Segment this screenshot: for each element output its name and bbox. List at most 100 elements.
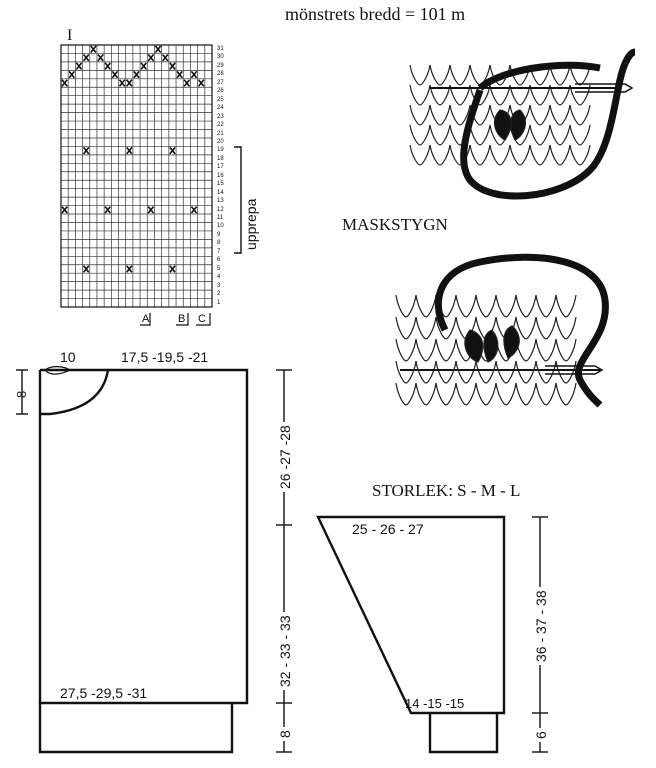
chart-cross-mark	[140, 62, 147, 70]
chart-row-number: 24	[217, 105, 224, 112]
chart-cross-mark	[90, 45, 97, 53]
chart-row-number: 31	[217, 46, 224, 52]
knit-stitch-loop	[395, 294, 417, 318]
knit-stitch-loop	[529, 104, 551, 126]
knit-stitch-loop	[435, 360, 457, 384]
knit-stitch-loop	[415, 316, 437, 340]
chart-row-number: 15	[217, 181, 224, 188]
knit-stitch-loop	[409, 84, 431, 106]
knit-stitch-loop	[429, 104, 451, 126]
chart-row-number: 26	[217, 88, 224, 95]
knit-stitch-loop	[535, 382, 557, 406]
knit-stitch-loop	[555, 294, 577, 318]
knit-stitch-loop	[409, 144, 431, 166]
knit-stitch-loop	[515, 338, 537, 362]
sleeve-cap-height-label: 36 - 37 - 38	[533, 587, 549, 665]
chart-cross-mark	[197, 79, 205, 87]
neck-depth-label: 8	[14, 390, 29, 398]
knit-stitch-loop	[569, 64, 591, 86]
knit-stitch-loop	[509, 84, 531, 106]
chart-cross-mark	[118, 79, 126, 87]
chart-cross-mark	[126, 146, 133, 155]
knit-stitch-loop	[555, 360, 577, 384]
chart-marker-label: I	[67, 27, 73, 44]
knit-stitch-loop	[435, 338, 457, 362]
knit-stitch-loop	[395, 360, 417, 384]
sleeve-outline	[316, 515, 506, 754]
knit-stitch-loop	[529, 144, 551, 166]
knit-stitch-loop	[569, 84, 591, 106]
chart-cross-mark	[75, 62, 83, 70]
knit-stitch-loop	[535, 294, 557, 318]
chart-cross-mark	[147, 53, 155, 62]
sleeve-ribbing-label: 6	[533, 728, 549, 742]
knit-stitch-loop	[435, 316, 457, 340]
repeat-label: upprepa	[243, 198, 259, 250]
knit-stitch-loop	[555, 316, 577, 340]
repeat-bracket	[234, 146, 242, 254]
knit-stitch-loop	[535, 360, 557, 384]
knit-stitch-loop	[395, 382, 417, 406]
knit-stitch-loop	[569, 144, 591, 166]
knit-stitch-loop	[535, 316, 557, 340]
knit-stitch-loop	[535, 338, 557, 362]
knitting-chart-grid	[61, 45, 212, 307]
chart-cross-mark	[154, 45, 162, 53]
knit-stitch-loop	[495, 382, 517, 406]
chart-cross-mark	[126, 79, 133, 87]
knit-stitch-loop	[455, 382, 477, 406]
chart-cross-mark	[97, 53, 104, 62]
knit-stitch-loop	[489, 84, 511, 106]
knit-stitch-loop	[509, 144, 531, 166]
chart-row-number: 5	[217, 265, 221, 272]
chart-cross-mark	[82, 53, 90, 62]
chart-row-number: 11	[217, 215, 224, 222]
neck-width-label: 10	[60, 349, 76, 365]
chart-marker-c: C	[198, 313, 206, 325]
chart-row-number: 21	[217, 130, 224, 137]
chart-row-number: 14	[217, 189, 224, 196]
chart-marker-a: A	[142, 313, 150, 325]
knit-stitch-loop	[469, 84, 491, 106]
knit-stitch-loop	[449, 84, 471, 106]
chart-marker-b: B	[178, 313, 186, 325]
knit-stitch-loop	[455, 360, 477, 384]
chart-cross-stitches	[61, 45, 205, 273]
knit-stitch-loop	[409, 64, 431, 86]
knit-stitch-loop	[415, 382, 437, 406]
chart-cross-mark	[61, 79, 68, 87]
knit-stitch-loop	[415, 338, 437, 362]
knit-stitch-loop	[555, 338, 577, 362]
chart-row-number: 30	[217, 54, 224, 61]
chart-row-number: 8	[217, 240, 221, 247]
chart-cross-mark	[169, 146, 176, 155]
body-dimension-lines	[16, 369, 292, 753]
chart-cross-mark	[126, 265, 133, 273]
knit-stitch-loop	[395, 338, 417, 362]
knit-stitch-loop	[395, 316, 417, 340]
stitch-title: MASKSTYGN	[342, 215, 448, 234]
chart-cross-mark	[133, 70, 140, 79]
chart-row-number: 3	[217, 282, 221, 289]
chart-cross-mark	[169, 62, 176, 70]
chart-row-number: 13	[217, 198, 224, 205]
chart-row-number: 6	[217, 257, 221, 264]
chart-row-number: 16	[217, 172, 224, 179]
chart-cross-mark	[176, 70, 183, 79]
knit-stitch-loop	[529, 64, 551, 86]
chart-cross-mark	[111, 70, 119, 79]
knit-stitch-loop	[475, 294, 497, 318]
size-label: STORLEK: S - M - L	[372, 481, 521, 500]
chart-cross-mark	[68, 70, 76, 79]
chart-cross-mark	[104, 62, 111, 70]
knit-stitch-loop	[475, 360, 497, 384]
body-piece-outline	[38, 366, 249, 754]
knit-stitch-loop	[515, 382, 537, 406]
chart-row-number: 2	[217, 291, 221, 298]
stitch-illustration-top	[409, 48, 636, 200]
knit-stitch-loop	[455, 294, 477, 318]
chart-row-number: 28	[217, 71, 224, 78]
chart-cross-mark	[162, 53, 169, 62]
shoulder-width-label: 17,5 -19,5 -21	[121, 349, 209, 365]
stitch-illustration-bottom	[395, 253, 609, 408]
